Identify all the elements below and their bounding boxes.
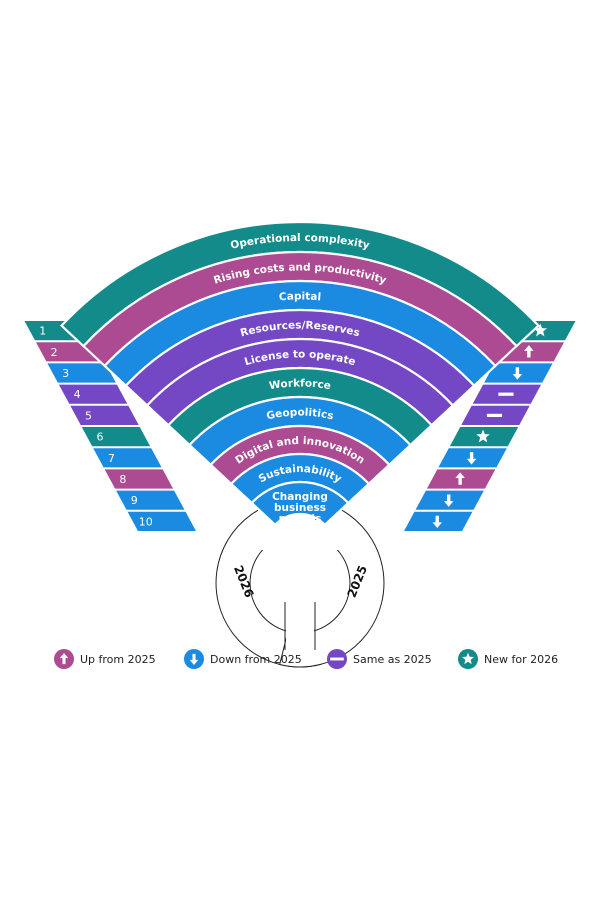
rank-bar-6: [81, 427, 151, 447]
arrow-up-icon: [524, 345, 534, 358]
legend-same-icon: [327, 649, 347, 669]
arrow-up-icon-glyph: [59, 653, 69, 665]
arc-band-10: [250, 480, 350, 527]
rank-bar-4: [58, 384, 128, 404]
legend-label: New for 2026: [484, 652, 559, 666]
arrow-down-icon: [432, 515, 442, 529]
arrow-down-icon: [466, 452, 477, 465]
rank-number: 3: [62, 367, 69, 380]
rank-bar-9: [116, 490, 185, 510]
rank-number: 8: [119, 473, 126, 486]
rank-number: 5: [85, 409, 92, 422]
rank-bar-8: [104, 469, 174, 489]
legend-item-same: Same as 2025: [327, 648, 432, 670]
arrow-down-icon-glyph: [189, 653, 199, 665]
legend-label: Same as 2025: [353, 652, 432, 666]
arrow-down-icon: [512, 367, 523, 380]
rank-bar-3: [47, 363, 116, 383]
arrow-up-icon: [59, 653, 69, 665]
legend-up-icon: [54, 649, 74, 669]
dash-icon: [330, 657, 344, 661]
legend-item-new: New for 2026: [458, 648, 558, 670]
legend-label: Up from 2025: [80, 652, 156, 666]
arc-label-7: Geopolitics: [265, 406, 334, 422]
rank-number: 1: [39, 325, 46, 338]
rank-bar-7: [93, 448, 162, 468]
rank-number: 7: [108, 452, 115, 465]
rank-bar-10: [127, 511, 196, 531]
rank-bar-5: [70, 405, 139, 425]
star-icon: [461, 652, 475, 665]
arc-label-3: Capital: [279, 290, 322, 303]
star-icon: [533, 323, 548, 337]
arrow-down-icon: [443, 494, 454, 507]
rank-number: 6: [96, 431, 103, 444]
arrow-down-icon: [189, 653, 199, 665]
arrow-up-icon: [455, 472, 465, 485]
rank-number: 10: [139, 515, 153, 528]
star-icon: [476, 429, 490, 443]
rank-number: 4: [74, 388, 81, 401]
dash-icon: [486, 413, 503, 418]
star-icon-glyph: [461, 652, 475, 665]
legend-item-up: Up from 2025: [54, 648, 156, 670]
legend-item-down: Down from 2025: [184, 648, 302, 670]
arc-bands: [60, 220, 540, 527]
legend-down-icon: [184, 649, 204, 669]
dash-icon-glyph: [330, 657, 344, 661]
arc-label-6: Workforce: [268, 377, 332, 392]
legend-new-icon: [458, 649, 478, 669]
rank-number: 2: [51, 346, 58, 359]
rank-number: 9: [131, 494, 138, 507]
legend: Up from 2025 Down from 2025 Same as 2025…: [0, 648, 600, 672]
legend-label: Down from 2025: [210, 652, 302, 666]
dash-icon: [498, 392, 514, 396]
